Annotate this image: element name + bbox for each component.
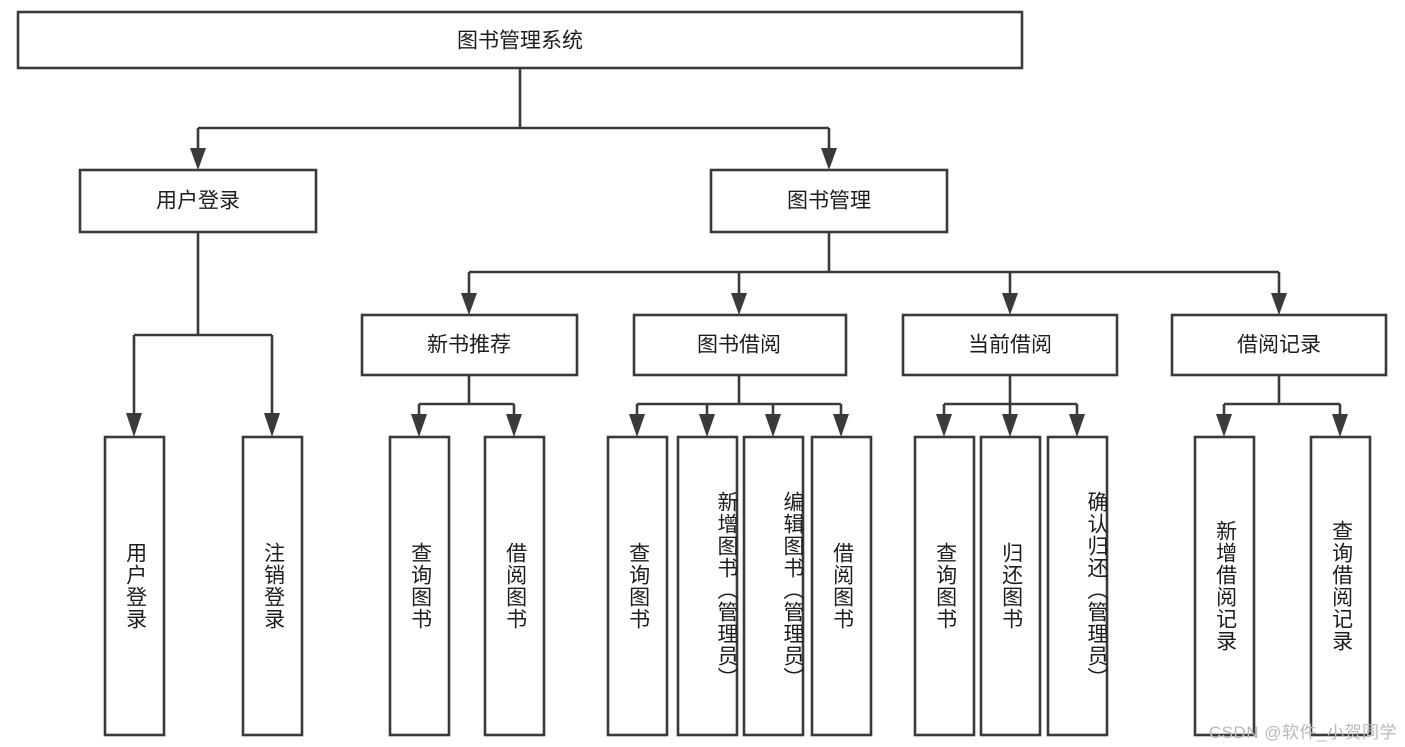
arrow-head-leaf-cb-1 <box>936 414 952 437</box>
arrow-head-book-manage <box>821 148 837 170</box>
node-box-borrow-record[interactable] <box>1170 313 1388 377</box>
arrow-head-leaf-nbr-1 <box>411 414 427 437</box>
node-box-leaf-user-login-2[interactable] <box>241 435 304 737</box>
arrow-head-leaf-bb-4 <box>833 414 849 437</box>
arrow-head-new-book-recommend <box>461 293 477 315</box>
arrow-head-book-borrow <box>731 293 747 315</box>
arrow-head-leaf-bb-1 <box>629 414 645 437</box>
node-box-leaf-bb-4[interactable] <box>810 435 873 737</box>
node-box-book-manage[interactable] <box>709 168 949 234</box>
arrow-head-leaf-br-1 <box>1216 414 1232 437</box>
node-box-current-borrow[interactable] <box>901 313 1119 377</box>
connector-group-new-book-recommend <box>411 375 522 437</box>
arrow-head-leaf-cb-3 <box>1069 414 1085 437</box>
node-box-leaf-bb-2[interactable] <box>676 435 739 737</box>
node-label-book-manage: 图书管理 <box>787 190 871 213</box>
node-box-leaf-bb-1[interactable] <box>606 435 669 737</box>
arrow-head-borrow-record <box>1271 293 1287 315</box>
node-box-new-book-recommend[interactable] <box>360 313 579 377</box>
node-label-book-borrow: 图书借阅 <box>697 334 781 357</box>
node-box-book-borrow[interactable] <box>632 313 848 377</box>
node-label-new-book-recommend: 新书推荐 <box>427 334 511 357</box>
connector-group-book-manage <box>461 232 1287 315</box>
node-box-leaf-user-login-1[interactable] <box>103 435 166 737</box>
arrow-head-leaf-user-login-1 <box>126 413 142 437</box>
node-box-leaf-nbr-1[interactable] <box>388 435 451 737</box>
arrow-head-leaf-nbr-2 <box>506 414 522 437</box>
connector-group-book-borrow <box>629 375 849 437</box>
connector-group-current-borrow <box>936 375 1085 437</box>
node-box-leaf-br-2[interactable] <box>1309 435 1372 737</box>
node-label-borrow-record: 借阅记录 <box>1237 334 1321 357</box>
connector-group-borrow-record <box>1216 375 1348 437</box>
node-box-leaf-cb-2[interactable] <box>979 435 1042 737</box>
node-box-user-login[interactable] <box>78 168 318 234</box>
csdn-watermark: CSDN @软件_小贺同学 <box>1208 723 1397 742</box>
arrow-head-leaf-bb-3 <box>765 414 781 437</box>
node-box-leaf-cb-3[interactable] <box>1046 435 1109 737</box>
arrow-head-leaf-user-login-2 <box>264 413 280 437</box>
node-box-leaf-cb-1[interactable] <box>913 435 976 737</box>
arrow-head-leaf-cb-2 <box>1002 414 1018 437</box>
node-box-leaf-nbr-2[interactable] <box>483 435 546 737</box>
node-box-leaf-bb-3[interactable] <box>742 435 805 737</box>
node-label-root: 图书管理系统 <box>457 30 583 53</box>
connector-group-user-login <box>126 232 280 437</box>
node-label-current-borrow: 当前借阅 <box>968 334 1052 357</box>
connector-group-root <box>190 68 837 170</box>
arrow-head-leaf-br-2 <box>1332 414 1348 437</box>
node-box-root[interactable] <box>16 10 1024 70</box>
arrow-head-leaf-bb-2 <box>699 414 715 437</box>
arrow-head-current-borrow <box>1002 293 1018 315</box>
arrow-head-user-login <box>190 148 206 170</box>
node-label-user-login: 用户登录 <box>156 190 240 213</box>
node-box-leaf-br-1[interactable] <box>1193 435 1256 737</box>
